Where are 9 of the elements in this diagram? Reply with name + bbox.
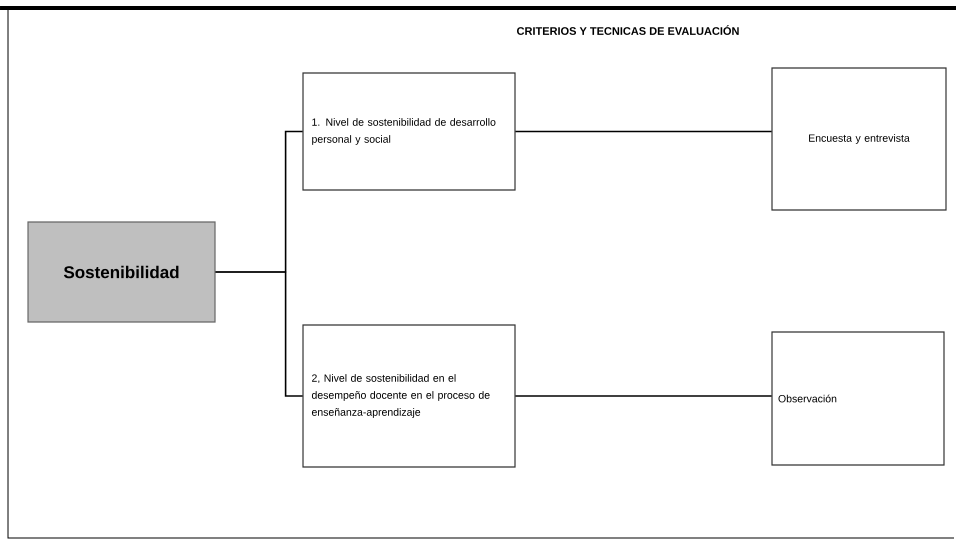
criterion-box: 2, Nivel de sostenibilidad en el desempeño docente en el proceso de enseñanza-aprendizaje xyxy=(302,324,516,468)
connector-line xyxy=(216,271,302,397)
criterion-box: 1. Nivel de sostenibilidad de desarrollo personal y social xyxy=(302,72,516,191)
technique-box: Encuesta y entrevista xyxy=(771,67,947,211)
connector-line xyxy=(516,130,772,132)
title: CRITERIOS Y TECNICAS DE EVALUACIÓN xyxy=(517,25,739,35)
category-box: Sostenibilidad xyxy=(27,221,216,323)
technique-box: Observación xyxy=(771,331,945,466)
connector-line xyxy=(516,395,772,397)
